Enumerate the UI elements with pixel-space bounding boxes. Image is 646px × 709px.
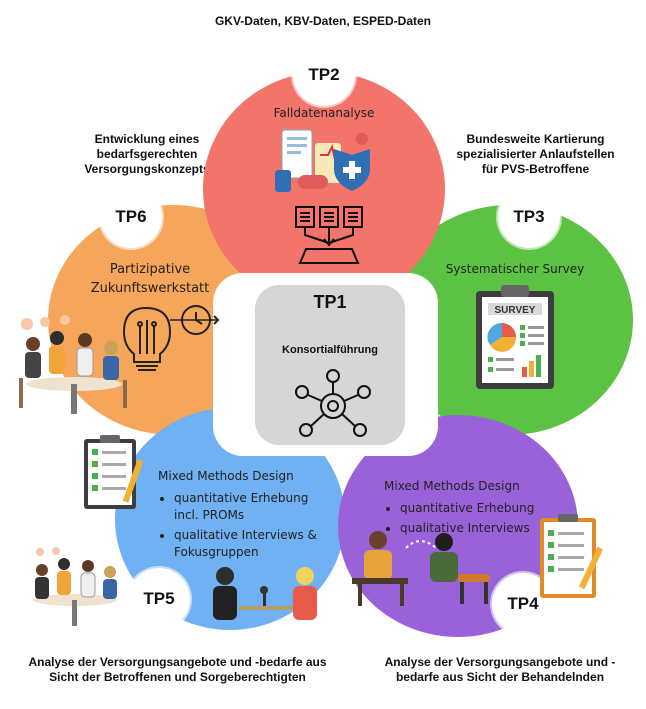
tp5-content: Mixed Methods Design quantitative Erhebu… [158, 468, 328, 564]
tp5-clipboard-icon [84, 435, 144, 509]
tp3-badge: TP3 [498, 186, 560, 248]
survey-clipboard-icon: SURVEY [476, 285, 554, 389]
tp4-clipboard-icon [540, 514, 604, 598]
tp5-item: quantitative Erhebung incl. PROMs [174, 490, 314, 524]
survey-word: SURVEY [495, 305, 536, 316]
tp4-caption: Analyse der Versorgungsangebote und - be… [360, 655, 640, 685]
tp6-title-line: Zukunftswerkstatt [90, 281, 210, 296]
tp2-section [203, 72, 445, 306]
tp1-badge: TP1 [313, 292, 347, 312]
tp6-caption-line: bedarfsgerechten [96, 147, 198, 161]
tp2-title: Falldatenanalyse [273, 106, 375, 120]
tp3-caption-line: spezialisierter Anlaufstellen [456, 147, 615, 161]
tp4-caption-line: Analyse der Versorgungsangebote und - [384, 655, 616, 669]
tp6-badge: TP6 [100, 186, 162, 248]
tp6-title: Partizipative Zukunftswerkstatt [70, 260, 230, 298]
tp5-caption-line: Analyse der Versorgungsangebote und -bed… [28, 655, 327, 669]
tp3-caption-line: für PVS-Betroffene [481, 162, 590, 176]
tp4-caption-line: bedarfe aus Sicht der Behandelnden [395, 670, 605, 684]
tp5-caption-line: Sicht der Betroffenen und Sorgeberechtig… [49, 670, 306, 684]
tp2-data-funnel-icon [295, 206, 363, 264]
tp4-item: quantitative Erhebung [400, 500, 554, 517]
tp4-heading: Mixed Methods Design [384, 479, 520, 493]
tp4-conversation-illustration [352, 531, 490, 606]
tp5-people-illustration [33, 547, 117, 626]
workshop-people-illustration [19, 315, 127, 414]
tp2-caption: GKV-Daten, KBV-Daten, ESPED-Daten [214, 14, 432, 28]
tp6-caption-line: Versorgungskonzepts [84, 162, 210, 176]
tp3-title: Systematischer Survey [445, 262, 585, 276]
tp6-caption-line: Entwicklung eines [94, 132, 200, 146]
tp4-content: Mixed Methods Design quantitative Erhebu… [384, 478, 554, 540]
tp6-title-line: Partizipative [109, 262, 191, 277]
tp5-heading: Mixed Methods Design [158, 469, 294, 483]
tp3-caption-line: Bundesweite Kartierung [466, 132, 605, 146]
tp1-title: Konsortialführung [282, 344, 378, 356]
tp5-interview-illustration [213, 567, 317, 620]
tp5-caption: Analyse der Versorgungsangebote und -bed… [15, 655, 340, 685]
tp5-item: qualitative Interviews & Fokusgruppen [174, 527, 322, 561]
tp2-badge: TP2 [293, 44, 355, 106]
tp2-medical-illustration [275, 129, 370, 192]
network-gears-icon [295, 369, 371, 437]
tp6-caption: Entwicklung eines bedarfsgerechten Verso… [72, 132, 222, 177]
tp4-item: qualitative Interviews [400, 520, 554, 537]
lightbulb-gear-icon [122, 305, 220, 371]
tp3-caption: Bundesweite Kartierung spezialisierter A… [448, 132, 623, 177]
tp5-badge: TP5 [128, 568, 190, 630]
